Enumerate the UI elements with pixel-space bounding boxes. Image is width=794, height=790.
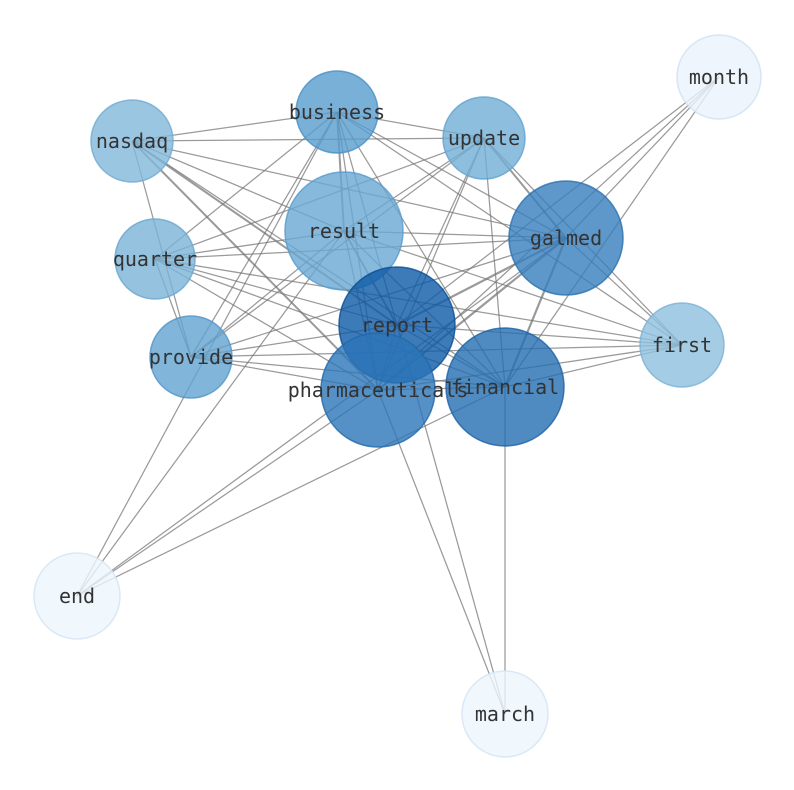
node-nasdaq — [90, 99, 174, 183]
node-provide — [149, 315, 233, 399]
node-march — [461, 670, 549, 758]
node-quarter — [114, 218, 196, 300]
node-first — [639, 302, 725, 388]
edge-result-end — [76, 230, 345, 597]
edge-galmed-end — [76, 237, 567, 597]
node-pharmaceuticals — [320, 332, 436, 448]
edge-business-provide — [190, 111, 338, 358]
node-end — [33, 552, 121, 640]
node-business — [295, 70, 379, 154]
node-layer — [33, 34, 762, 758]
node-update — [442, 96, 526, 180]
node-financial — [445, 327, 565, 447]
node-galmed — [508, 180, 624, 296]
node-result — [284, 171, 404, 291]
edge-pharmaceuticals-march — [377, 389, 506, 715]
edge-quarter-financial — [154, 258, 506, 388]
edge-pharmaceuticals-end — [76, 389, 379, 597]
node-month — [676, 34, 762, 120]
edge-financial-end — [76, 386, 506, 597]
